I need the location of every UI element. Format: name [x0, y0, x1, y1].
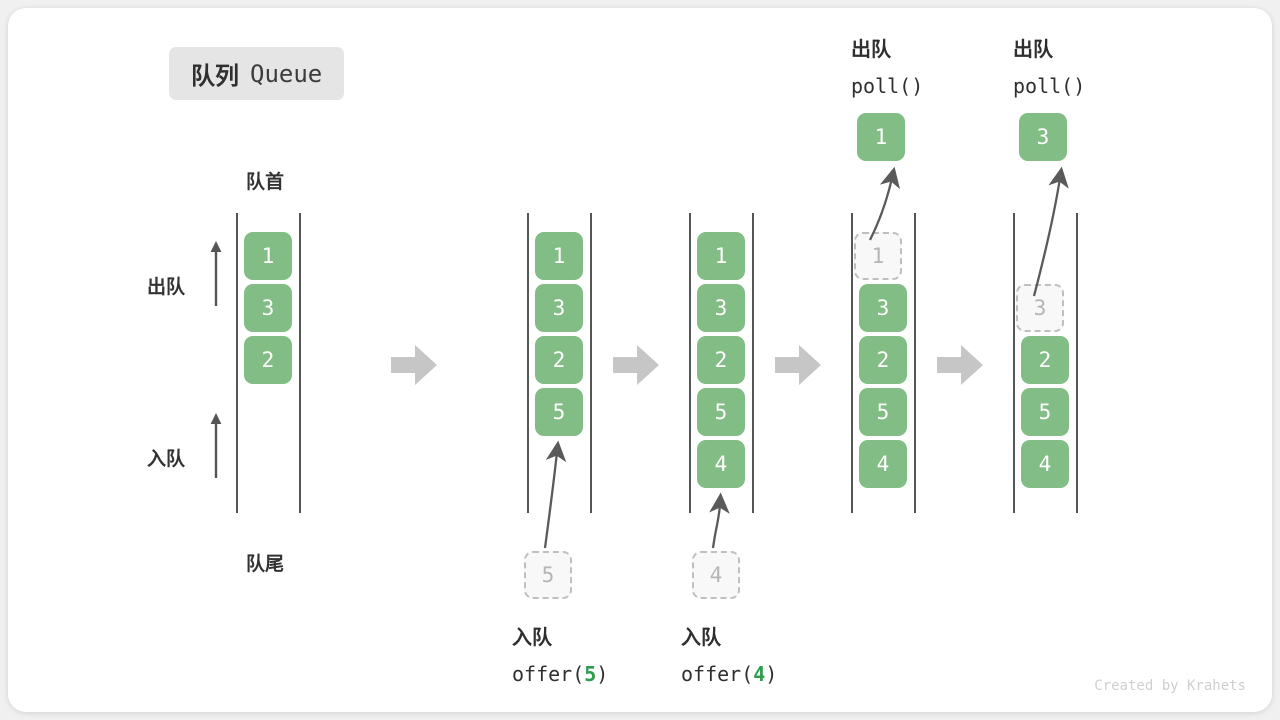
- op-label-cn: 入队: [681, 627, 721, 649]
- op-caption-poll-3: 出队 poll(): [1013, 32, 1085, 104]
- queue-popped-item: 3: [1019, 113, 1067, 161]
- dequeue-direction-label: 出队: [147, 277, 186, 298]
- figure-card: 队列 Queue 队首 队尾 出队 入队 1 3 2 1 3: [8, 8, 1272, 712]
- queue-rail-left-2: [689, 213, 691, 513]
- queue-item: 1: [535, 232, 583, 280]
- diagram-stage: 队列 Queue 队首 队尾 出队 入队 1 3 2 1 3: [8, 8, 1272, 712]
- motion-arrow-poll-3: [1032, 166, 1069, 297]
- op-label-code: poll(): [851, 74, 924, 98]
- figure-title-cn: 队列: [191, 63, 239, 90]
- queue-ghost-item: 4: [692, 551, 740, 599]
- motion-arrow-poll-1: [868, 166, 901, 241]
- queue-rail-right-4: [1076, 213, 1078, 513]
- op-code-value: 5: [584, 662, 597, 686]
- enqueue-direction-label: 入队: [147, 449, 186, 470]
- queue-item: 5: [1021, 388, 1069, 436]
- figure-title-en: Queue: [250, 59, 323, 88]
- step-arrow-icon: [775, 345, 821, 385]
- op-caption-poll-1: 出队 poll(): [851, 32, 923, 104]
- figure-title-badge: 队列 Queue: [169, 47, 345, 100]
- step-arrow-icon: [391, 345, 437, 385]
- enqueue-arrow-icon: [210, 413, 222, 478]
- queue-rail-left-3: [851, 213, 853, 513]
- queue-rail-right-2: [752, 213, 754, 513]
- credit-text: Created by Krahets: [1094, 678, 1246, 694]
- queue-ghost-item: 3: [1016, 284, 1064, 332]
- op-label-code: offer(4): [681, 662, 778, 686]
- op-label-cn: 入队: [512, 627, 552, 649]
- queue-rail-right-3: [914, 213, 916, 513]
- queue-item: 3: [535, 284, 583, 332]
- queue-item: 4: [1021, 440, 1069, 488]
- queue-ghost-item: 1: [854, 232, 902, 280]
- queue-item: 3: [859, 284, 907, 332]
- queue-item-new: 4: [697, 440, 745, 488]
- dequeue-arrow-icon: [210, 241, 222, 306]
- queue-item: 2: [1021, 336, 1069, 384]
- queue-item: 1: [697, 232, 745, 280]
- queue-rail-left-1: [527, 213, 529, 513]
- queue-item: 5: [697, 388, 745, 436]
- queue-item: 4: [859, 440, 907, 488]
- queue-tail-label: 队尾: [246, 554, 285, 575]
- motion-arrow-offer-5: [543, 440, 567, 549]
- queue-item-new: 5: [535, 388, 583, 436]
- op-label-cn: 出队: [1013, 39, 1053, 61]
- queue-item: 2: [697, 336, 745, 384]
- op-label-cn: 出队: [851, 39, 891, 61]
- queue-item: 2: [535, 336, 583, 384]
- motion-arrow-offer-4: [709, 492, 730, 549]
- queue-item: 1: [244, 232, 292, 280]
- step-arrow-icon: [613, 345, 659, 385]
- queue-item: 3: [697, 284, 745, 332]
- queue-rail-left-4: [1013, 213, 1015, 513]
- queue-item: 3: [244, 284, 292, 332]
- queue-rail-left-0: [236, 213, 238, 513]
- queue-item: 5: [859, 388, 907, 436]
- queue-popped-item: 1: [857, 113, 905, 161]
- queue-ghost-item: 5: [524, 551, 572, 599]
- op-caption-offer-5: 入队 offer(5): [512, 620, 608, 692]
- queue-rail-right-0: [299, 213, 301, 513]
- op-code-value: 4: [753, 662, 766, 686]
- step-arrow-icon: [937, 345, 983, 385]
- queue-item: 2: [859, 336, 907, 384]
- op-label-code: poll(): [1013, 74, 1086, 98]
- queue-rail-right-1: [590, 213, 592, 513]
- op-caption-offer-4: 入队 offer(4): [681, 620, 777, 692]
- queue-head-label: 队首: [246, 172, 285, 193]
- queue-item: 2: [244, 336, 292, 384]
- op-label-code: offer(5): [512, 662, 609, 686]
